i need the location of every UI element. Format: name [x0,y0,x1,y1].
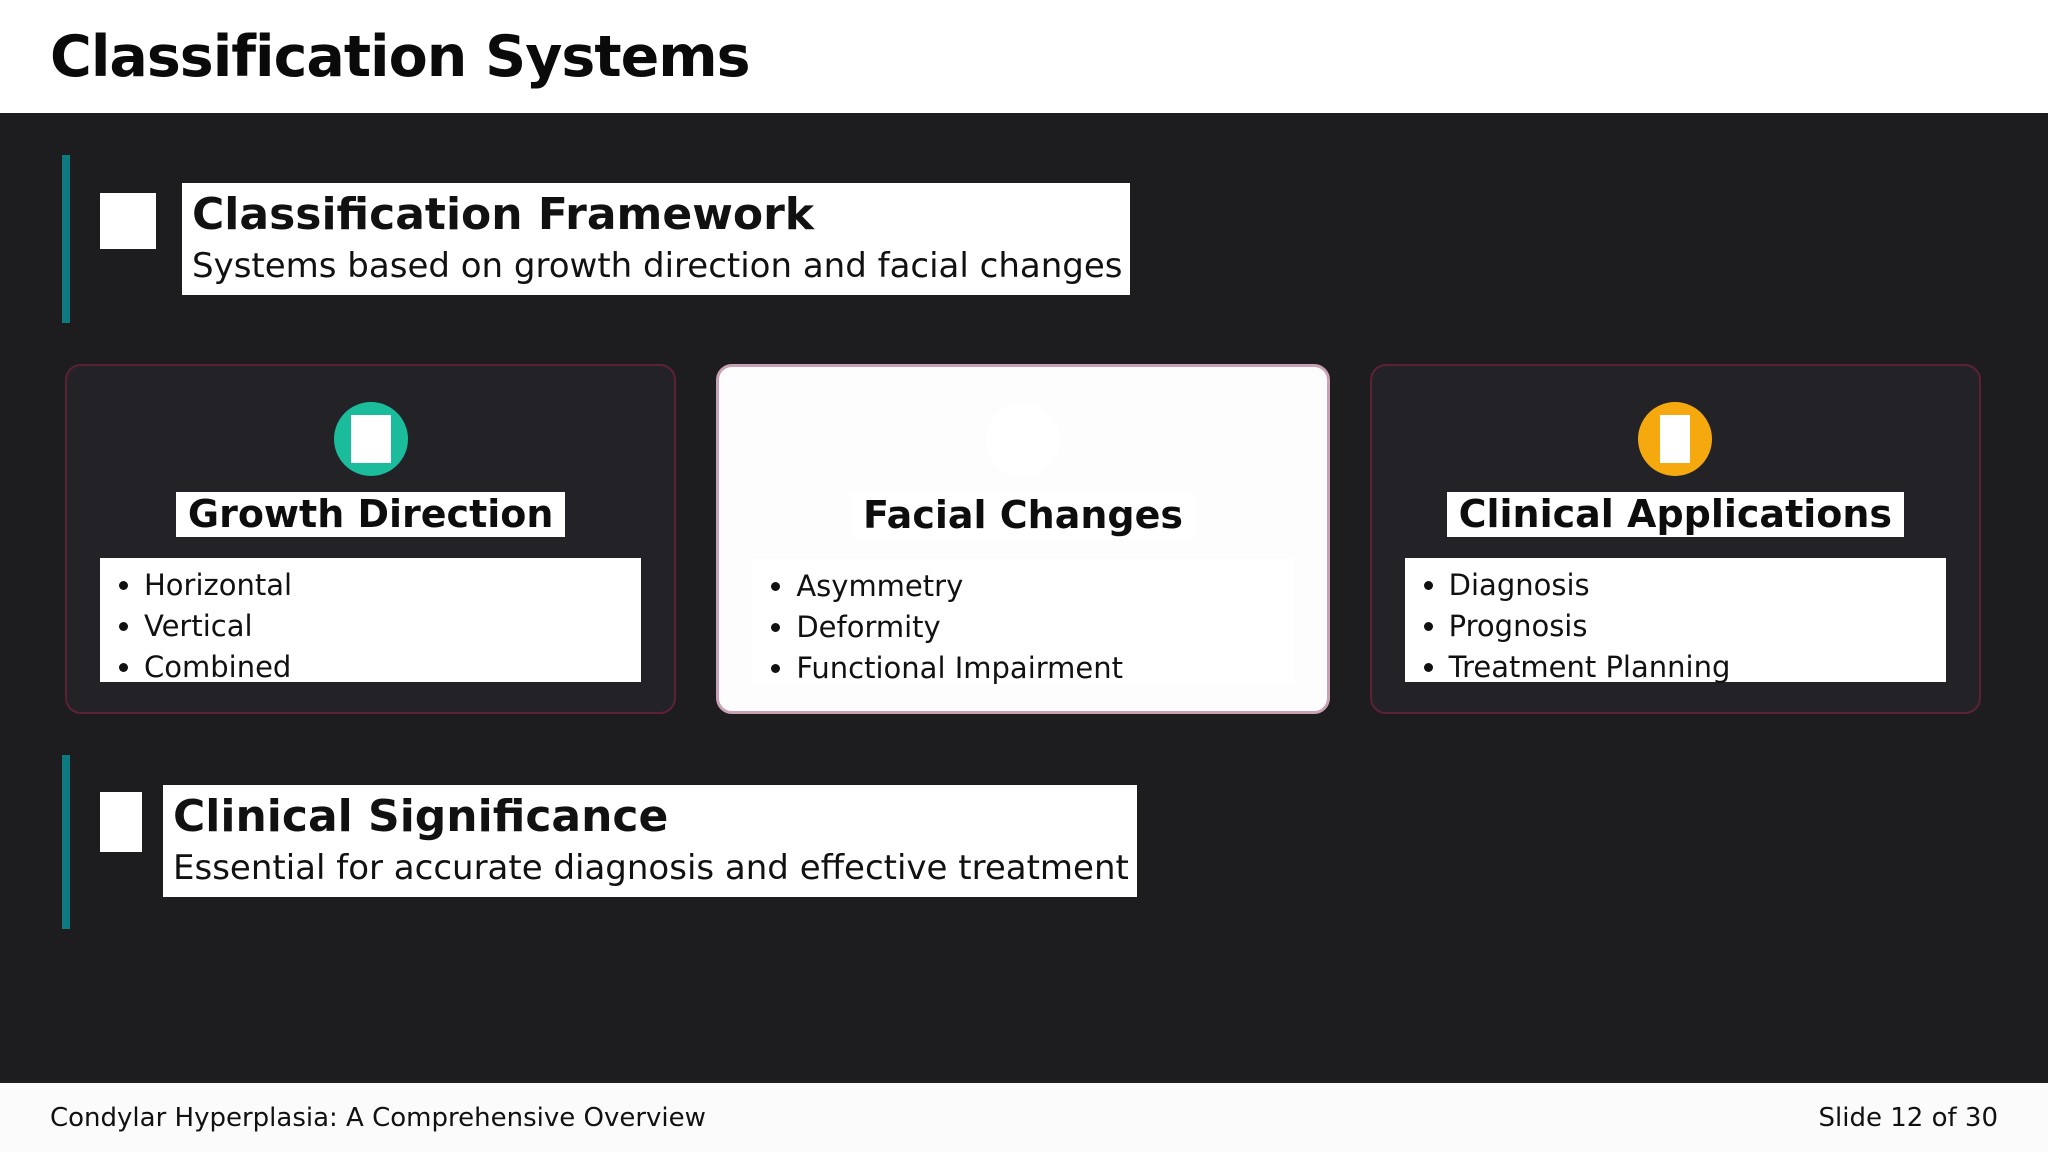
card-icon-row [719,403,1326,477]
placeholder-glyph-icon [100,792,142,852]
card-title: Facial Changes [850,493,1196,538]
significance-text-box: Clinical Significance Essential for accu… [163,785,1137,897]
section-classification-framework: Classification Framework Systems based o… [0,155,1200,323]
section-subtitle: Essential for accurate diagnosis and eff… [173,848,1129,888]
card-icon-row [67,402,674,476]
glyph-slab [1004,416,1041,464]
card-clinical-applications: Clinical Applications Diagnosis Prognosi… [1369,364,1981,714]
list-item: Diagnosis [1449,567,1938,603]
list-item: Functional Impairment [796,650,1285,686]
section-heading: Classification Framework [192,189,815,240]
placeholder-glyph-icon [100,193,156,249]
card-list: Diagnosis Prognosis Treatment Planning [1404,558,1946,685]
slide-number: Slide 12 of 30 [1818,1102,1998,1133]
slide-header: Classification Systems [0,0,2048,113]
card-icon-row [1372,402,1979,476]
accent-bar [62,755,70,929]
card-title: Clinical Applications [1446,492,1905,537]
placeholder-glyph-icon [985,403,1060,477]
card-facial-changes: Facial Changes Asymmetry Deformity Funct… [716,364,1330,714]
card-list: Horizontal Vertical Combined [100,558,642,685]
placeholder-glyph-icon [333,402,408,476]
page-title: Classification Systems [50,23,751,90]
section-heading: Clinical Significance [173,791,669,842]
cards-row: Growth Direction Horizontal Vertical Com… [65,364,1981,714]
list-item: Deformity [796,609,1285,645]
section-clinical-significance: Clinical Significance Essential for accu… [0,755,1200,929]
card-growth-direction: Growth Direction Horizontal Vertical Com… [65,364,677,714]
framework-text-box: Classification Framework Systems based o… [182,183,1131,295]
placeholder-glyph-icon [1638,402,1713,476]
list-item: Prognosis [1449,608,1938,644]
glyph-slab [350,415,391,463]
card-title: Growth Direction [175,492,566,537]
section-subtitle: Systems based on growth direction and fa… [192,246,1123,286]
footer-presentation-title: Condylar Hyperplasia: A Comprehensive Ov… [50,1102,706,1133]
list-item: Vertical [144,608,633,644]
list-item: Horizontal [144,567,633,603]
list-item: Treatment Planning [1449,649,1938,685]
slide-footer: Condylar Hyperplasia: A Comprehensive Ov… [0,1083,2048,1152]
glyph-slab [1660,415,1691,463]
accent-bar [62,155,70,323]
list-item: Combined [144,649,633,685]
list-item: Asymmetry [796,568,1285,604]
card-list: Asymmetry Deformity Functional Impairmen… [752,559,1294,686]
